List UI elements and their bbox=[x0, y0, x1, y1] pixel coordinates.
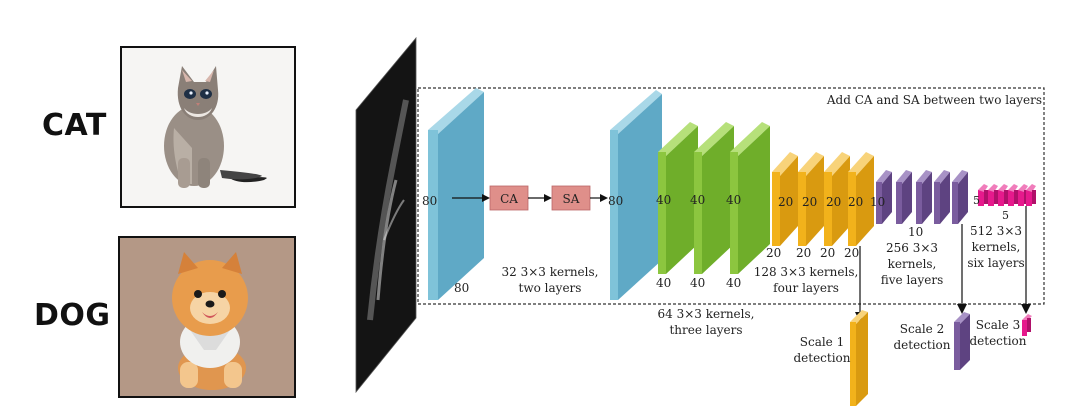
dim-stage3-c: 20 bbox=[826, 195, 841, 209]
scale1-detection-block bbox=[850, 310, 868, 406]
scale3-label-line1: Scale 3 bbox=[976, 318, 1020, 332]
conv-stage-1 bbox=[428, 88, 484, 300]
dog-label: DOG bbox=[34, 298, 111, 333]
cat-image bbox=[120, 46, 296, 208]
cat-illustration bbox=[164, 66, 267, 188]
conv-stage-4 bbox=[876, 170, 968, 224]
conv-stage-5 bbox=[978, 184, 1036, 206]
scale3-label-line2: detection bbox=[969, 334, 1026, 348]
dim-stage3-bottom-c: 20 bbox=[820, 246, 835, 260]
dim-stage3-bottom-d: 20 bbox=[844, 246, 859, 260]
dim-input-side: 80 bbox=[422, 194, 437, 208]
dim-stage2-bottom-b: 40 bbox=[690, 276, 705, 290]
dim-stage3-b: 20 bbox=[802, 195, 817, 209]
scale2-label-line2: detection bbox=[893, 338, 950, 352]
caption-stage1-line2: two layers bbox=[519, 281, 582, 295]
scale2-label-line1: Scale 2 bbox=[900, 322, 944, 336]
conv-stage-3 bbox=[772, 152, 874, 246]
dim-after-attention: 80 bbox=[608, 194, 623, 208]
scale1-label-line2: detection bbox=[793, 351, 850, 365]
spatial-attention-box bbox=[551, 185, 591, 211]
caption-stage4-line3: five layers bbox=[881, 273, 943, 287]
caption-stage5-line3: six layers bbox=[967, 256, 1024, 270]
caption-stage2-line2: three layers bbox=[669, 323, 742, 337]
cat-label: CAT bbox=[42, 108, 107, 143]
dim-stage2-b: 40 bbox=[690, 193, 705, 207]
scale1-label-line1: Scale 1 bbox=[800, 335, 844, 349]
dog-image bbox=[118, 236, 296, 398]
caption-stage2-line1: 64 3×3 kernels, bbox=[658, 307, 755, 321]
conv-stage-1-output bbox=[610, 90, 662, 300]
caption-stage4-line1: 256 3×3 bbox=[886, 241, 938, 255]
dim-stage2-bottom-c: 40 bbox=[726, 276, 741, 290]
dim-stage3-a: 20 bbox=[778, 195, 793, 209]
dim-input-bottom: 80 bbox=[454, 281, 469, 295]
dim-stage3-bottom-a: 20 bbox=[766, 246, 781, 260]
dim-stage4-bottom: 10 bbox=[908, 225, 923, 239]
attention-frame bbox=[417, 87, 1045, 305]
scale3-detection-block bbox=[1022, 314, 1032, 336]
dog-illustration bbox=[172, 252, 248, 390]
caption-stage1-line1: 32 3×3 kernels, bbox=[502, 265, 599, 279]
caption-stage5-line2: kernels, bbox=[972, 240, 1021, 254]
caption-stage5-line1: 512 3×3 bbox=[970, 224, 1022, 238]
caption-stage4-line2: kernels, bbox=[888, 257, 937, 271]
dim-stage3-bottom-b: 20 bbox=[796, 246, 811, 260]
ca-label: CA bbox=[500, 192, 518, 206]
channel-attention-box bbox=[489, 185, 529, 211]
dim-stage2-c: 40 bbox=[726, 193, 741, 207]
dim-stage5-side: 5 bbox=[973, 194, 980, 207]
sa-label: SA bbox=[563, 192, 580, 206]
dim-stage3-d: 20 bbox=[848, 195, 863, 209]
dim-stage4-side: 10 bbox=[870, 195, 885, 209]
caption-stage3-line2: four layers bbox=[773, 281, 839, 295]
dim-stage2-a: 40 bbox=[656, 193, 671, 207]
scale2-detection-block bbox=[954, 312, 970, 370]
frame-caption: Add CA and SA between two layers bbox=[826, 93, 1042, 107]
caption-stage3-line1: 128 3×3 kernels, bbox=[754, 265, 859, 279]
input-image bbox=[355, 36, 417, 394]
conv-stage-2 bbox=[658, 122, 770, 274]
dim-stage2-bottom-a: 40 bbox=[656, 276, 671, 290]
dim-stage5-bottom: 5 bbox=[1002, 209, 1009, 222]
